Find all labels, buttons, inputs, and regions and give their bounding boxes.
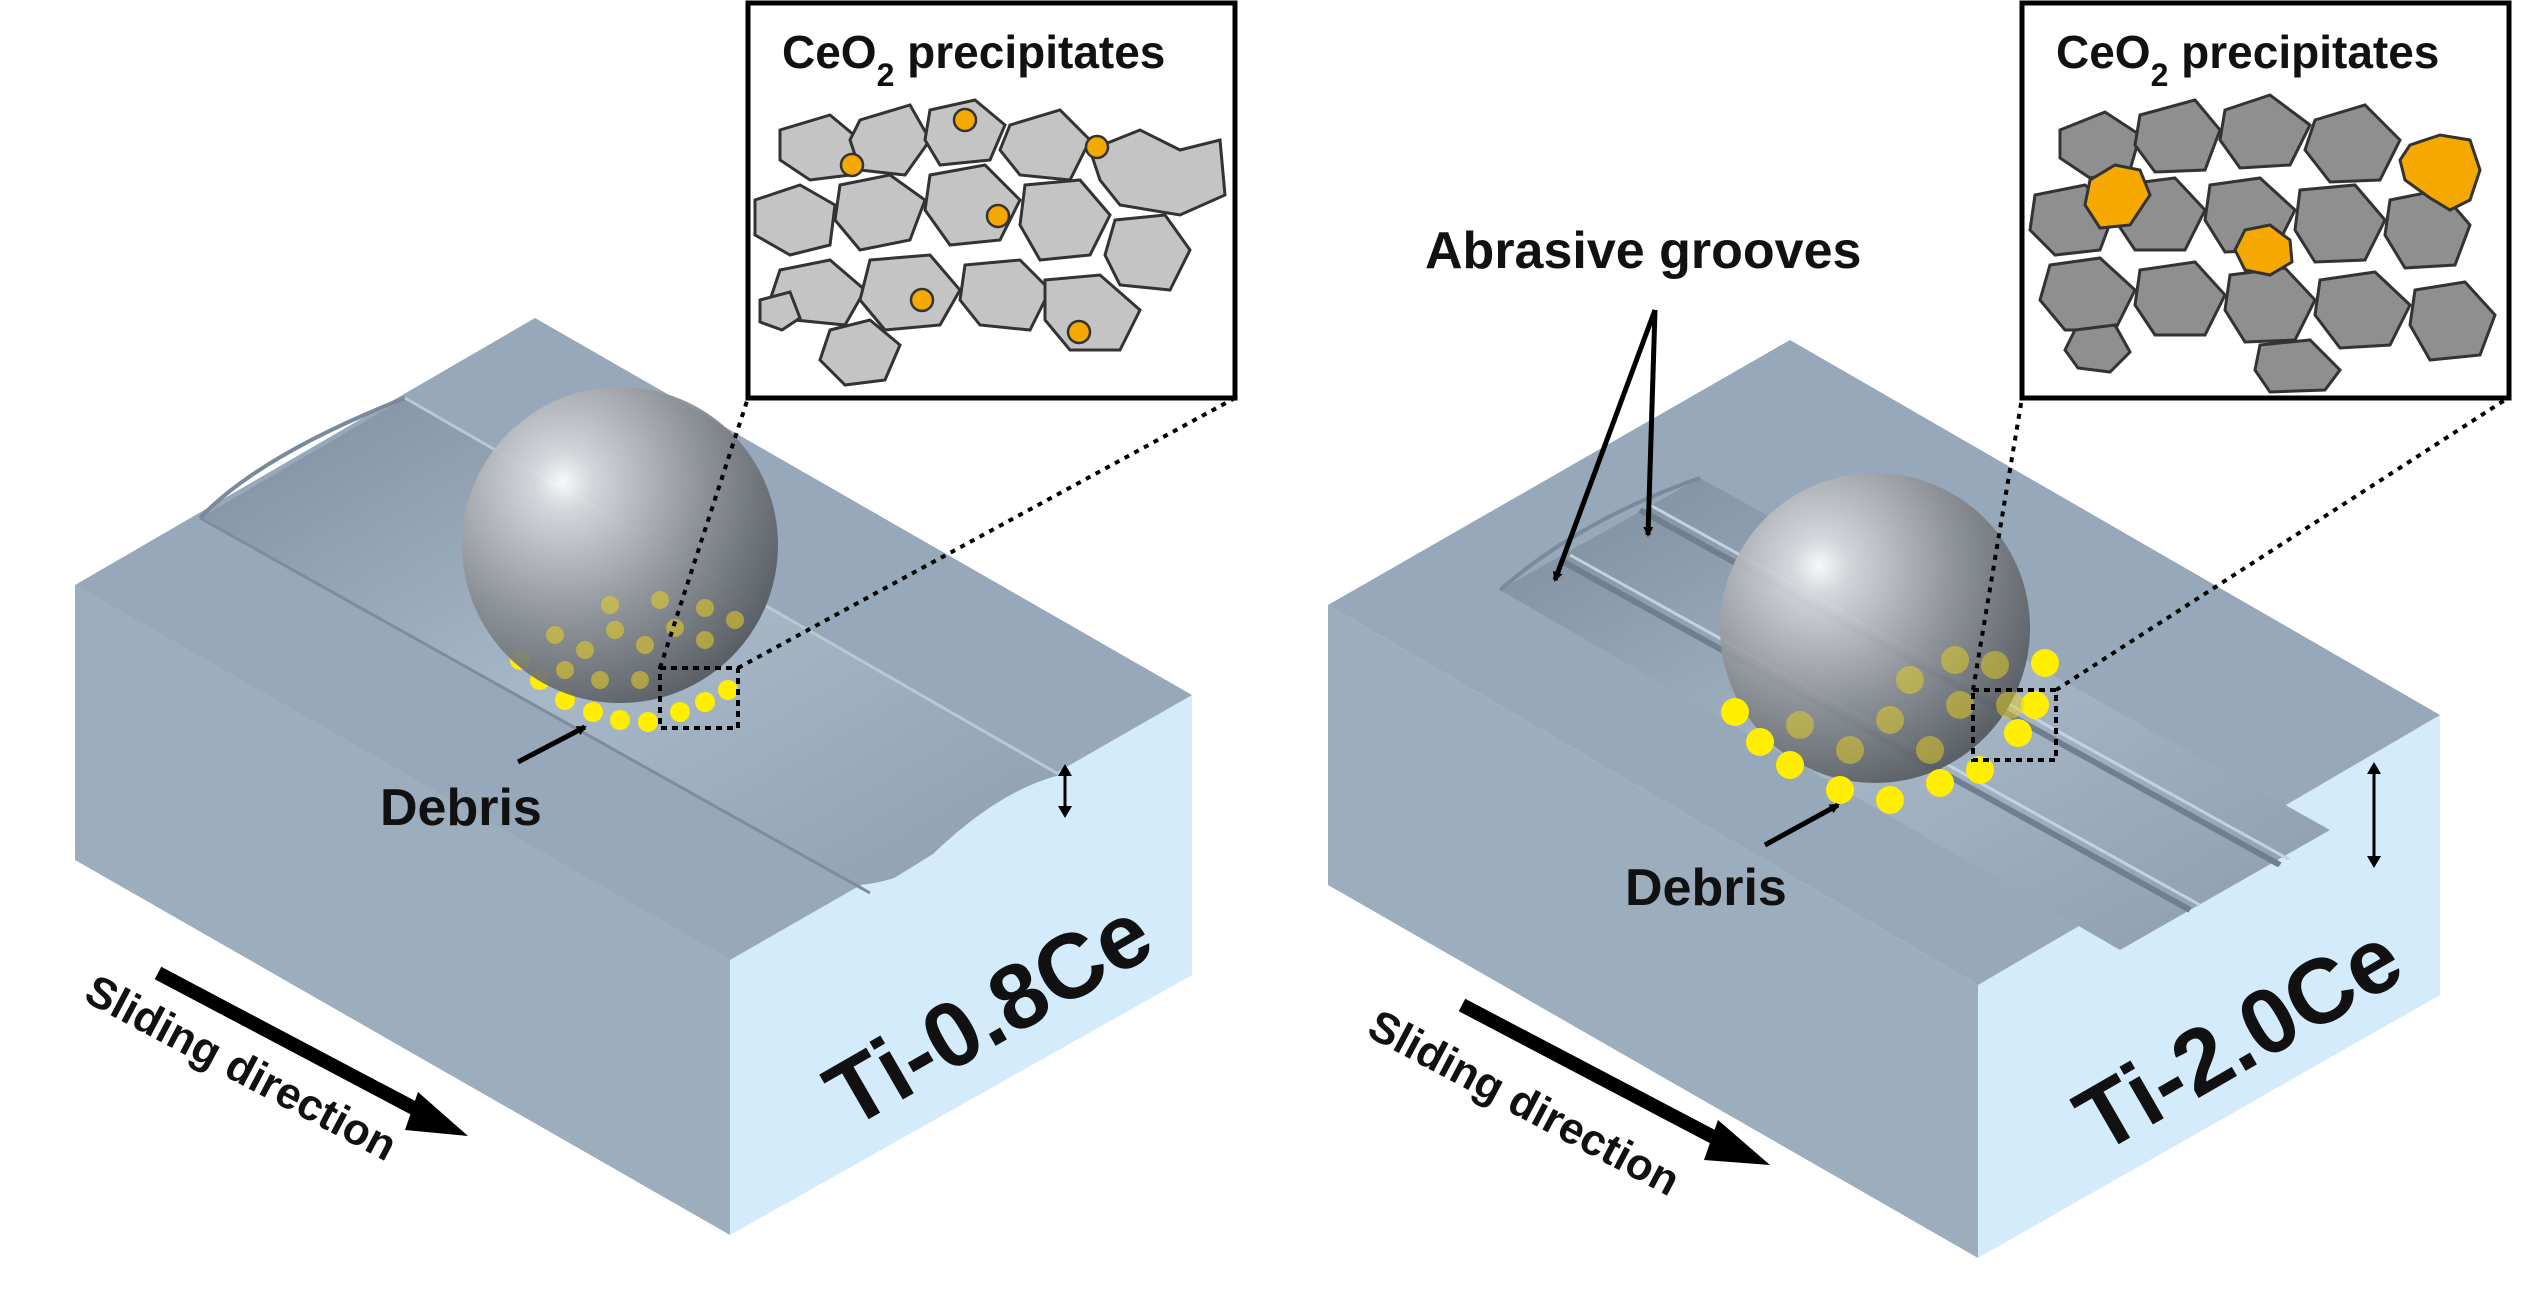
- debris-particle: [601, 596, 619, 614]
- left-panel: Debris Sliding direction Ti-0.8Ce CeO2 p…: [75, 3, 1235, 1235]
- debris-particle: [726, 611, 744, 629]
- debris-particle: [1981, 651, 2009, 679]
- debris-particle: [636, 636, 654, 654]
- debris-particle: [1916, 736, 1944, 764]
- left-inset: CeO2 precipitates: [748, 3, 1235, 398]
- debris-particle: [583, 702, 603, 722]
- right-panel: Abrasive grooves Debris Sliding directio…: [1328, 3, 2509, 1258]
- debris-particle: [696, 599, 714, 617]
- debris-particle: [556, 661, 574, 679]
- debris-particle: [718, 680, 738, 700]
- debris-particle: [1826, 776, 1854, 804]
- debris-particle: [610, 710, 630, 730]
- debris-particle: [1776, 751, 1804, 779]
- debris-particle: [631, 671, 649, 689]
- debris-particle: [651, 591, 669, 609]
- debris-particle: [1966, 756, 1994, 784]
- debris-particle: [1876, 706, 1904, 734]
- debris-particle: [606, 621, 624, 639]
- debris-particle: [546, 626, 564, 644]
- debris-particle: [1996, 691, 2024, 719]
- precipitate: [841, 154, 863, 176]
- debris-particle: [670, 702, 690, 722]
- precipitate: [954, 109, 976, 131]
- left-sliding-arrowhead: [405, 1092, 468, 1136]
- debris-particle: [1721, 698, 1749, 726]
- debris-particle: [1896, 666, 1924, 694]
- debris-particle: [1876, 786, 1904, 814]
- precipitate: [1068, 321, 1090, 343]
- debris-particle: [2004, 719, 2032, 747]
- right-debris-label: Debris: [1625, 859, 1787, 917]
- debris-particle: [591, 671, 609, 689]
- debris-particle: [695, 692, 715, 712]
- right-grooves-label: Abrasive grooves: [1425, 222, 1861, 280]
- precipitate: [911, 289, 933, 311]
- debris-particle: [2021, 691, 2049, 719]
- right-inset: CeO2 precipitates: [2022, 3, 2509, 398]
- precipitate: [987, 205, 1009, 227]
- debris-particle: [2031, 649, 2059, 677]
- debris-particle: [696, 631, 714, 649]
- debris-particle: [1941, 646, 1969, 674]
- debris-particle: [1926, 769, 1954, 797]
- debris-particle: [576, 641, 594, 659]
- debris-particle: [1746, 728, 1774, 756]
- debris-particle: [1946, 691, 1974, 719]
- left-ball: [462, 387, 778, 703]
- debris-particle: [1786, 711, 1814, 739]
- precipitate: [1086, 136, 1108, 158]
- debris-particle: [638, 712, 658, 732]
- debris-particle: [1836, 736, 1864, 764]
- left-debris-label: Debris: [380, 779, 542, 837]
